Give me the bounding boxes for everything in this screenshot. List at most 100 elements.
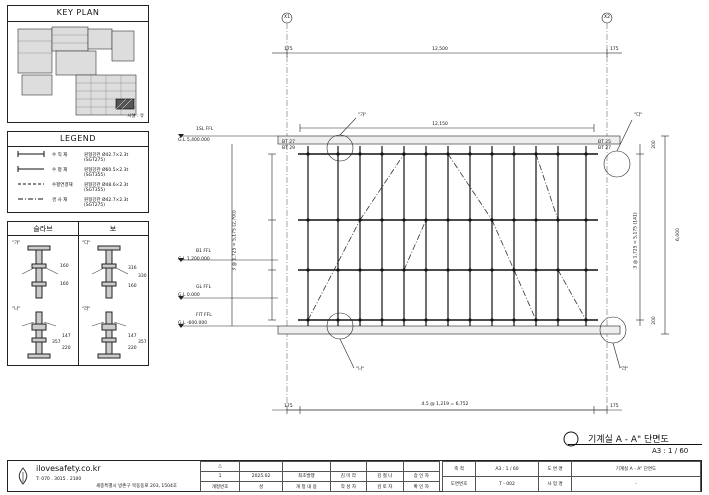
beam-bot-dim-1: 147 (128, 334, 137, 339)
bottom-dim: 4.5 @ 1,219 = 6,752 (421, 402, 469, 407)
top-right-small-dim: 175 (610, 47, 619, 52)
bottom-small-right-dim: 175 (610, 404, 619, 409)
right-vertical-dim: 3 @ 1,725 = 5,175 (141) (633, 212, 639, 269)
scale-label: 축 척 (442, 461, 476, 477)
bottom-small-left-dim: 175 (284, 404, 293, 409)
beam-top-dim-1: 316 (128, 266, 137, 271)
key-plan-title: KEY PLAN (56, 8, 100, 17)
slab-top-dim-2: 160 (60, 282, 69, 287)
slab-bot-dim-2: 220 (62, 346, 71, 351)
legend-item-1-spec: 원형강관 Ø42.7×2.3t (SGT275) (84, 153, 129, 163)
revision-table: △ 1 2025.02 최초발행 김 미 라 김 철 나 승 인 자 개정번호 … (200, 461, 441, 492)
beam-bot-dim-3: 357 (138, 340, 147, 345)
person3: 승 인 자 (402, 470, 441, 483)
details-divider (78, 222, 79, 365)
drawing-title-mark (563, 431, 579, 447)
beam-top-label: "다" (82, 241, 91, 246)
legend-item-1-name: 수 직 재 (52, 153, 68, 158)
details-title-rule (8, 235, 148, 236)
top-left-pair-2: BT 29 (282, 146, 295, 151)
company-tel: T: 070 . 3015 . 2100 (36, 477, 82, 482)
key-plan-drawing (17, 26, 137, 116)
rev-desc: 최초발행 (282, 470, 331, 483)
grid-label-right: X2 (604, 15, 610, 20)
rev-desc2: 개 정 내 용 (282, 481, 331, 492)
dwg-no-value: T - 002 (475, 476, 539, 492)
callout-da: "다" (634, 113, 643, 118)
slab-bot-dim-1: 147 (62, 334, 71, 339)
right-overall-dim: 6,000 (675, 228, 681, 241)
person3-role: 확 인 자 (402, 481, 441, 492)
callout-ra: "라" (620, 367, 629, 372)
details-panel: 슬라브 보 "가" "나" "다" "라" 160 160 147 220 35… (7, 221, 149, 366)
key-plan-scale-note: 시설 : 유 (127, 114, 144, 119)
beam-title: 보 (109, 225, 117, 233)
rev-by: 성 (238, 481, 284, 492)
legend-panel: LEGEND 수 직 재 원형강관 Ø42.7×2.3t (SGT275) 수 … (7, 131, 149, 213)
level-3-name: GL FFL (196, 285, 212, 290)
person2: 김 철 나 (366, 470, 404, 483)
left-vertical-dim: 3 @ 1,725 = 5,175 (2,700) (232, 210, 238, 271)
beam-bot-dim-2: 220 (128, 346, 137, 351)
person1: 김 미 라 (329, 470, 368, 483)
level-2-name: B1 FFL (196, 249, 212, 254)
inner-dim: 12,150 (432, 122, 448, 127)
company-address: 세종특별시 방촌구 목동동로 203, 1504호 (96, 484, 178, 489)
level-2-gl: G.L 1,200.000 (178, 257, 210, 262)
slab-detail-drawing (21, 245, 59, 359)
drawing-info-table: 축 척 A3 : 1 / 60 도 면 명 기계실 A - A" 단면도 도면번… (442, 461, 701, 492)
company-site: ilovesafety.co.kr (36, 464, 101, 473)
legend-title-rule (8, 146, 148, 147)
rev-no: 1 (200, 470, 240, 483)
top-overall-dim: 12,500 (432, 47, 448, 52)
key-plan-panel: KEY PLAN 시설 : 유 (7, 5, 149, 123)
slab-title: 슬라브 (33, 225, 53, 233)
top-right-pair-2: BT 27 (598, 146, 611, 151)
beam-top-dim-2: 330 (138, 274, 147, 279)
section-elevation (178, 12, 669, 414)
proj-label: 사 업 명 (538, 476, 572, 492)
legend-symbols (17, 151, 45, 200)
name-label: 도 면 명 (538, 461, 572, 477)
slab-top-label: "가" (12, 241, 21, 246)
top-left-pair-1: BT 27 (282, 140, 295, 145)
scale-value: A3 : 1 / 60 (475, 461, 539, 477)
drawing-title: 기계실 A - A" 단면도 (588, 435, 669, 445)
grid-label-left: X1 (284, 15, 290, 20)
legend-item-2-name: 수 평 재 (52, 168, 68, 173)
level-3-gl: G.L 0.000 (178, 293, 200, 298)
callout-ga: "가" (358, 113, 367, 118)
proj-value: - (571, 476, 701, 492)
beam-detail-drawing (91, 245, 129, 359)
key-plan-title-rule (8, 21, 148, 22)
right-top-dim: 200 (651, 140, 657, 149)
legend-item-4-spec: 원형강관 Ø42.7×2.3t (SGT275) (84, 198, 129, 208)
beam-top-dim-3: 160 (128, 284, 137, 289)
drawing-scale: A3 : 1 / 60 (652, 447, 689, 455)
rev-date: 2025.02 (238, 470, 284, 483)
slab-bot-extra-dim: 357 (52, 340, 61, 345)
level-1-gl: G.L 5,400.000 (178, 138, 210, 143)
drawing-title-rule (568, 444, 702, 445)
dwg-no-label: 도면번호 (442, 476, 476, 492)
level-4-gl: G.L -600.000 (178, 321, 208, 326)
beam-bot-label: "라" (82, 307, 91, 312)
legend-item-3-spec: 원형강관 Ø48.6×2.3t (SGT355) (84, 183, 129, 193)
top-right-pair-1: BT 25 (598, 140, 611, 145)
callout-na: "나" (356, 367, 365, 372)
person1-role: 작 성 자 (329, 481, 368, 492)
legend-item-3-name: 수평연결재 (52, 183, 73, 188)
name-value: 기계실 A - A" 단면도 (571, 461, 701, 477)
level-4-name: FIT FFL (196, 313, 212, 318)
legend-title: LEGEND (60, 134, 96, 143)
top-left-small-dim: 175 (284, 47, 293, 52)
slab-bot-label: "나" (12, 307, 21, 312)
right-bot-dim: 200 (651, 316, 657, 325)
rev-header: 개정번호 (200, 481, 240, 492)
legend-item-2-spec: 원형강관 Ø60.5×2.3t (SGT355) (84, 168, 129, 178)
legend-item-4-name: 경 사 재 (52, 198, 68, 203)
level-1-name: 1SL FFL (196, 127, 214, 132)
slab-top-dim-1: 160 (60, 264, 69, 269)
rev-triangle-icon: △ (200, 461, 240, 472)
person2-role: 검 토 자 (366, 481, 404, 492)
